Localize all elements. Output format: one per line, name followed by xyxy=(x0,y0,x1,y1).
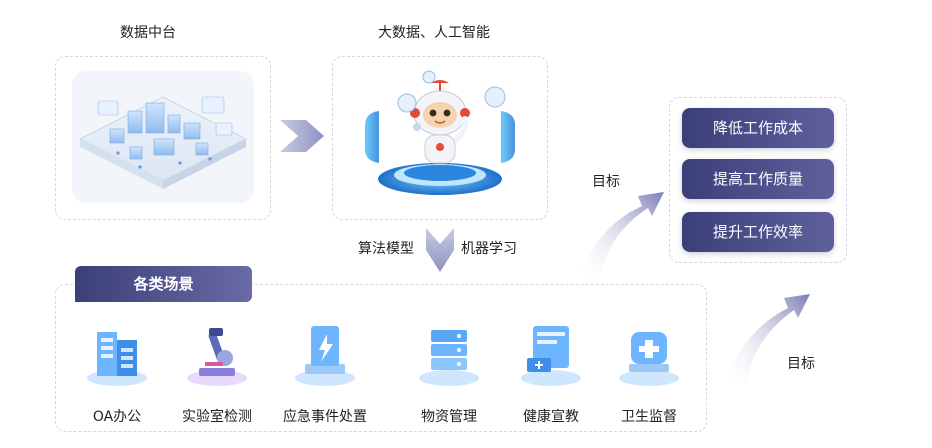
scene-label: 卫生监督 xyxy=(621,409,677,425)
scene-emergency-handling: 应急事件处置 xyxy=(270,318,380,426)
scenes-panel xyxy=(55,284,707,432)
medical-cross-icon xyxy=(619,332,679,386)
scene-materials-management: 物资管理 xyxy=(394,318,504,426)
down-arrow-icon xyxy=(426,228,454,272)
data-platform-title: 数据中台 xyxy=(120,25,176,41)
machine-learning-label: 机器学习 xyxy=(461,241,517,257)
health-monitor-icon xyxy=(521,326,581,386)
server-storage-icon xyxy=(419,330,479,386)
scenes-title: 各类场景 xyxy=(75,266,252,302)
curved-arrow-icon-lower xyxy=(724,294,810,384)
scene-health-supervision: 卫生监督 xyxy=(594,318,704,426)
isometric-city-illustration xyxy=(72,71,254,203)
scene-label: 应急事件处置 xyxy=(283,409,367,425)
ai-panel xyxy=(332,56,548,220)
goal-improve-quality: 提高工作质量 xyxy=(682,159,834,199)
microscope-icon xyxy=(187,328,247,386)
goal-reduce-cost: 降低工作成本 xyxy=(682,108,834,148)
scene-label: OA办公 xyxy=(92,409,142,425)
scene-label: 健康宣教 xyxy=(523,409,579,425)
target-label-upper: 目标 xyxy=(592,174,620,190)
scene-lab-testing: 实验室检测 xyxy=(162,318,272,426)
target-label-lower: 目标 xyxy=(787,356,815,372)
algorithm-model-label: 算法模型 xyxy=(358,241,414,257)
robot-illustration xyxy=(365,70,515,195)
data-platform-panel xyxy=(55,56,271,220)
emergency-document-icon xyxy=(295,326,355,386)
curved-arrow-icon xyxy=(578,192,664,278)
scene-label: 物资管理 xyxy=(421,409,477,425)
goal-improve-efficiency: 提升工作效率 xyxy=(682,212,834,252)
office-building-icon xyxy=(87,332,147,386)
scene-oa-office: OA办公 xyxy=(62,318,172,426)
right-arrow-icon xyxy=(280,120,324,152)
ai-title: 大数据、人工智能 xyxy=(378,25,490,41)
scene-label: 实验室检测 xyxy=(182,409,252,425)
scene-health-education: 健康宣教 xyxy=(496,318,606,426)
